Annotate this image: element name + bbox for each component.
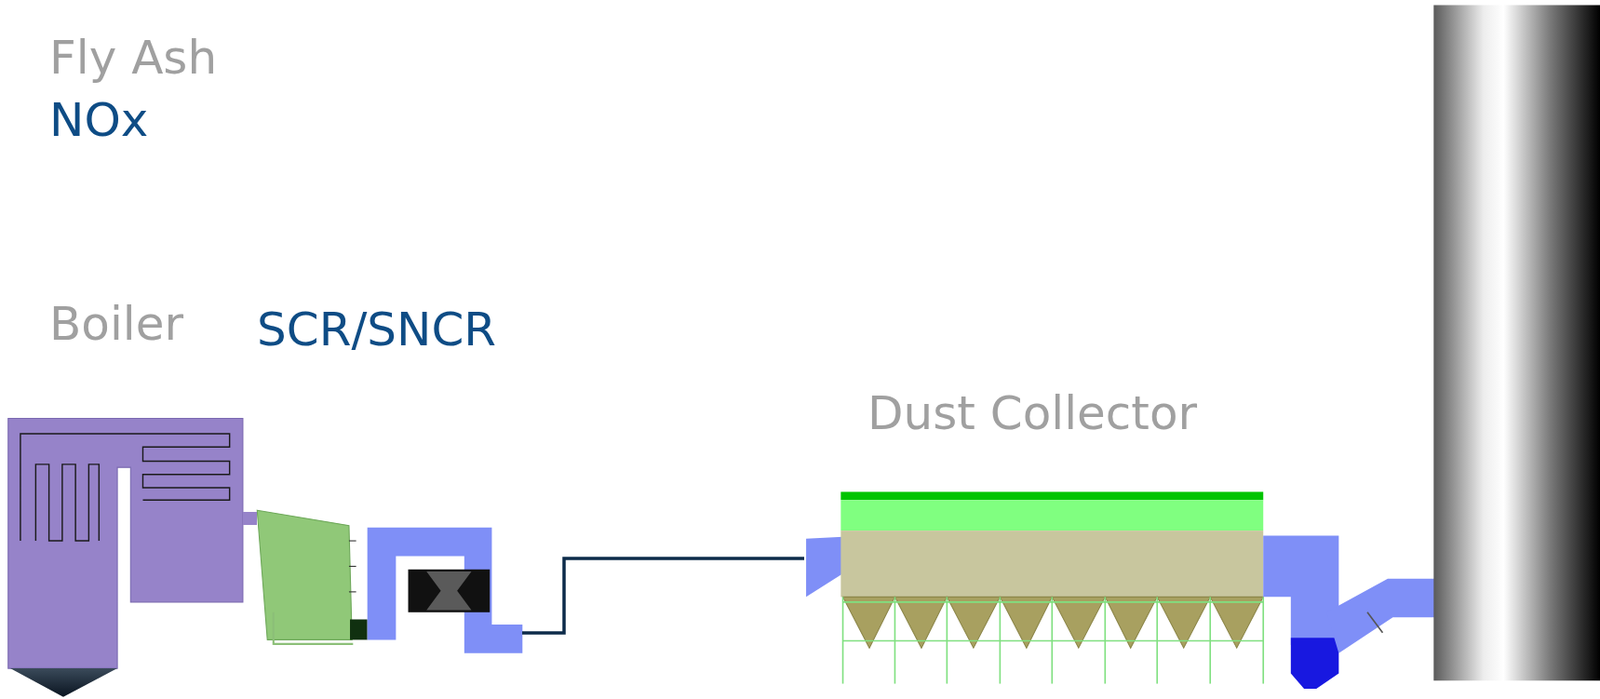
dust-collector-symbol: [806, 491, 1439, 689]
unit-heading: Dust Collector: [867, 387, 1197, 442]
unit-heading: Boiler: [49, 297, 184, 352]
dust-collector-unit: Dust Collector: [804, 387, 1265, 685]
unit-heading: SCR/SNCR: [256, 303, 497, 358]
scr-symbol: [256, 510, 523, 653]
boiler-unit: Boiler: [8, 297, 243, 698]
stack-symbol: [1433, 4, 1600, 681]
flue-line: [522, 558, 805, 633]
boiler-symbol: [8, 418, 243, 698]
flue-duct: [242, 511, 257, 525]
pollutant-label: Fly Ash: [49, 31, 217, 86]
scr-unit: SCR/SNCR: [256, 303, 523, 652]
pollutant-label: NOx: [49, 94, 148, 148]
